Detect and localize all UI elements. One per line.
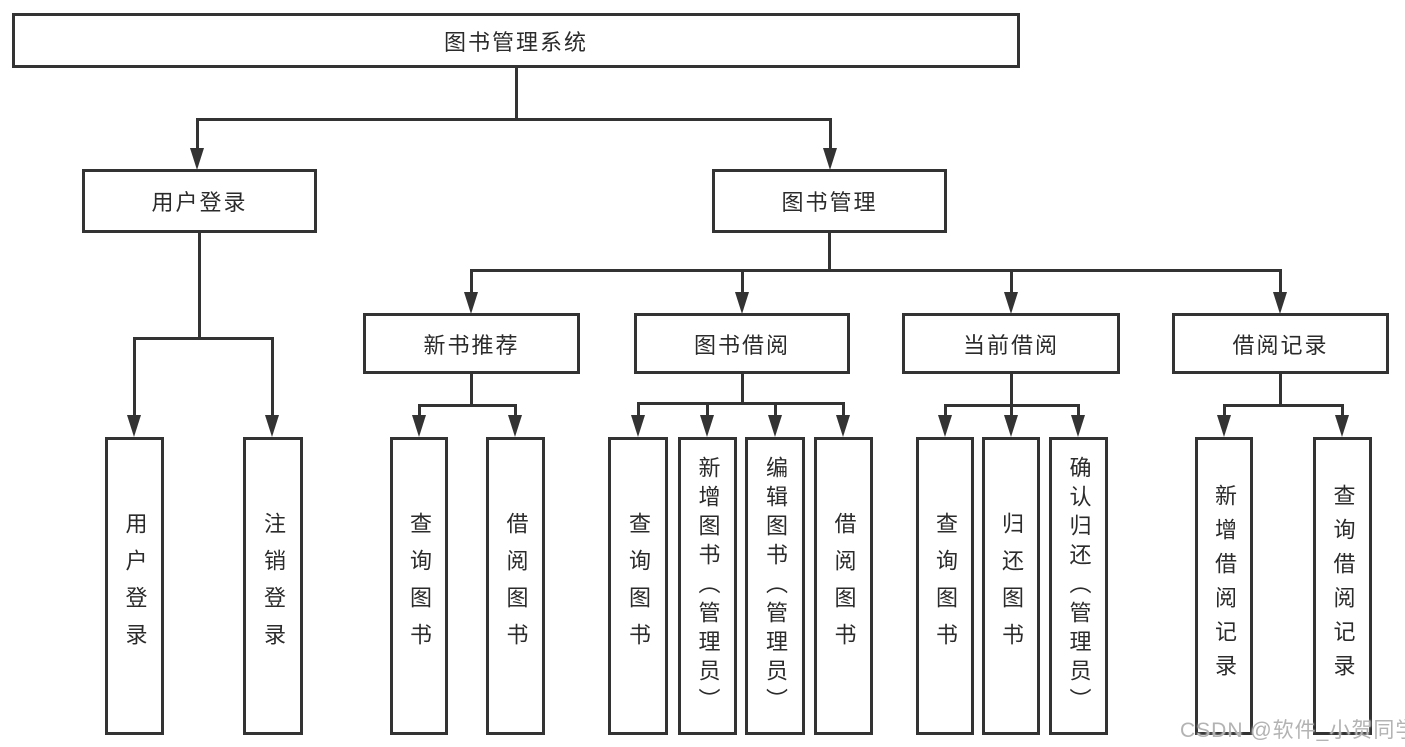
connector-line [741,269,744,292]
node-user-login: 用户登录 [82,169,317,233]
connector-borrow-stem [741,374,744,404]
arrow-down-icon [508,415,522,437]
leaf-label: 查询图书 [626,512,651,660]
arrow-down-icon [1071,415,1085,437]
leaf-label: 新增图书（管理员） [695,455,721,717]
csdn-watermark: CSDN @软件_小贺同学 [1180,719,1405,742]
connector-user-login-bus [134,337,273,340]
node-book-management: 图书管理 [712,169,947,233]
leaf-label: 编辑图书（管理员） [763,455,788,717]
connector-line [1341,404,1344,416]
connector-line [774,402,777,416]
arrow-down-icon [265,415,279,437]
node-borrow-records: 借阅记录 [1172,313,1389,374]
leaf-borrow-books: 借阅图书 [814,437,873,735]
leaf-borrow-books-recommend: 借阅图书 [486,437,545,735]
connector-user-login-stem [198,233,201,339]
arrow-down-icon [735,292,749,314]
leaf-query-books-current: 查询图书 [916,437,974,735]
connector-line [514,404,517,416]
leaf-user-login: 用户登录 [105,437,164,735]
leaf-label: 新增借阅记录 [1212,484,1237,688]
arrow-down-icon [1273,292,1287,314]
connector-line [842,402,845,416]
connector-new-books-bus [418,404,516,407]
arrow-down-icon [1004,415,1018,437]
leaf-label: 查询借阅记录 [1330,484,1356,688]
connector-line [418,404,421,416]
connector-line [1223,404,1226,416]
connector-line [637,402,640,416]
arrow-down-icon [836,415,850,437]
node-current-borrow: 当前借阅 [902,313,1120,374]
leaf-add-borrow-record: 新增借阅记录 [1195,437,1253,735]
node-book-borrow: 图书借阅 [634,313,850,374]
node-root-system: 图书管理系统 [12,13,1020,68]
leaf-label: 借阅图书 [503,512,529,660]
connector-line [706,402,709,416]
leaf-label: 归还图书 [999,512,1024,660]
arrow-down-icon [127,415,141,437]
leaf-return-books: 归还图书 [982,437,1040,735]
connector-line [196,118,199,148]
connector-new-books-stem [470,374,473,406]
arrow-down-icon [190,148,204,170]
connector-line [470,269,473,292]
arrow-down-icon [938,415,952,437]
arrow-down-icon [1335,415,1349,437]
arrow-down-icon [1004,292,1018,314]
arrow-down-icon [700,415,714,437]
connector-records-stem [1279,374,1282,406]
leaf-logout: 注销登录 [243,437,303,735]
leaf-label: 注销登录 [261,512,286,660]
leaf-add-books-admin: 新增图书（管理员） [678,437,737,735]
arrow-down-icon [823,148,837,170]
connector-line [1279,269,1282,292]
leaf-label: 确认归还（管理员） [1066,455,1092,717]
connector-line [829,118,832,148]
leaf-confirm-return-admin: 确认归还（管理员） [1049,437,1108,735]
leaf-label: 查询图书 [933,512,958,660]
connector-current-stem [1010,374,1013,406]
arrow-down-icon [768,415,782,437]
leaf-query-books-recommend: 查询图书 [390,437,448,735]
leaf-query-books-borrow: 查询图书 [608,437,668,735]
connector-root-bus [197,118,831,121]
connector-line [1077,404,1080,416]
leaf-label: 借阅图书 [831,512,857,660]
leaf-edit-books-admin: 编辑图书（管理员） [745,437,805,735]
arrow-down-icon [1217,415,1231,437]
connector-line [1010,404,1013,416]
arrow-down-icon [464,292,478,314]
connector-book-mgmt-bus [470,269,1281,272]
connector-line [133,337,136,415]
arrow-down-icon [631,415,645,437]
connector-borrow-bus [637,402,844,405]
connector-book-mgmt-stem [828,233,831,271]
connector-line [944,404,947,416]
connector-records-bus [1223,404,1343,407]
leaf-label: 用户登录 [122,512,148,660]
connector-line [271,337,274,415]
leaf-label: 查询图书 [407,512,432,660]
leaf-query-borrow-record: 查询借阅记录 [1313,437,1372,735]
arrow-down-icon [412,415,426,437]
node-new-book-recommend: 新书推荐 [363,313,580,374]
connector-line [1010,269,1013,292]
connector-root-stem [515,68,518,120]
